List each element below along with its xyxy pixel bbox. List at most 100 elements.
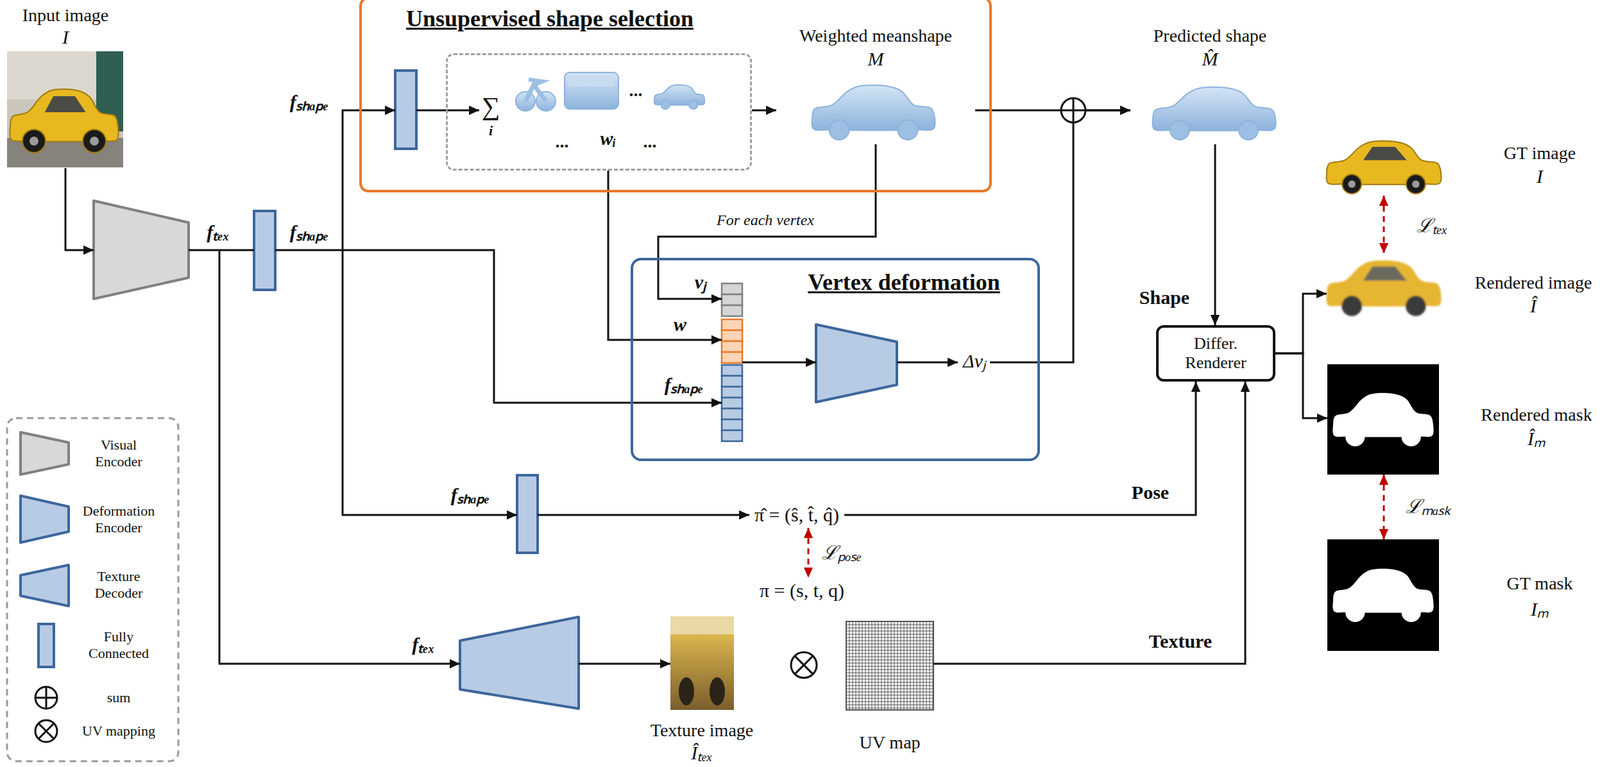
node-text: ... — [555, 131, 570, 153]
rendered-car — [1326, 260, 1441, 317]
car-wheel — [1345, 427, 1365, 447]
node-title: UV map — [859, 732, 920, 754]
texture-fill — [670, 616, 734, 711]
car-wheel — [1406, 174, 1426, 194]
edge-label: Shape — [1137, 286, 1192, 310]
wire-line — [896, 361, 958, 364]
symbol-ring — [35, 720, 58, 743]
node-title: Weighted meanshape — [799, 25, 953, 47]
symbol-stroke — [1072, 98, 1075, 123]
legend-texture-decoder — [20, 565, 69, 607]
car-wheel — [1345, 603, 1365, 623]
car-hub — [1347, 180, 1356, 188]
uv-lines — [846, 621, 934, 711]
feature-label: fₜₑₓ — [206, 221, 230, 244]
node-title: Unsupervised shape selection — [406, 5, 694, 33]
vector-cell — [721, 283, 743, 295]
uv-frame — [846, 621, 934, 711]
car-body — [1326, 260, 1441, 307]
node-title: GT image — [1503, 143, 1576, 164]
feature-label: fₛₕₐₚₑ — [289, 221, 329, 244]
meanshape-mesh — [811, 85, 935, 140]
car-wheel — [1405, 295, 1427, 317]
legend-visual-encoder — [20, 432, 69, 475]
mesh-part — [528, 79, 543, 85]
weighted-meanshape: Weighted meanshapeM — [776, 22, 976, 145]
node-text: w — [673, 313, 687, 337]
feature-vector: vⱼwfₛₕₐₚₑ — [721, 283, 743, 442]
vector-cell — [721, 375, 743, 387]
texture-picture — [670, 616, 734, 711]
legend-text: Deformation Encoder — [78, 502, 160, 537]
symbol-stroke — [45, 687, 48, 709]
node-text: fₛₕₐₚₑ — [664, 374, 704, 397]
node-title: Texture image — [650, 720, 754, 741]
uv-map: UV map — [846, 619, 934, 758]
car-body — [1152, 87, 1276, 131]
rendered-image: Rendered imageÎ — [1326, 253, 1597, 321]
car-wheel — [1170, 120, 1190, 140]
flow-arrow — [933, 381, 1246, 664]
predicted-mesh — [1152, 87, 1276, 140]
vector-cell — [721, 365, 743, 376]
vector-cell — [721, 319, 743, 331]
node-title: ... — [629, 80, 643, 101]
symbol-ring — [1061, 98, 1086, 123]
wire-line — [65, 168, 94, 251]
car-body — [1326, 141, 1441, 185]
vector-cell — [721, 419, 743, 431]
input-image: Input imageI — [3, 3, 129, 169]
vector-cell — [721, 430, 743, 442]
symbol-stroke — [38, 723, 54, 740]
vector-cell — [721, 397, 743, 409]
wire-line — [219, 250, 460, 664]
node-title: Predicted shape — [1153, 25, 1268, 47]
vector-cell — [721, 408, 743, 420]
mesh-part — [568, 76, 615, 87]
visual-encoder — [93, 200, 189, 299]
car-hub — [1412, 180, 1420, 188]
car-wheel — [829, 119, 850, 140]
texture-blob — [678, 677, 695, 706]
rendered-mask: Rendered maskÎₘ — [1327, 364, 1597, 475]
node-title: Input image — [22, 5, 110, 26]
feature-label: fₜₑₓ — [411, 633, 435, 657]
legend-sum-symbol — [35, 687, 58, 709]
node-title: vⱼ — [694, 271, 707, 294]
flow-arrow — [1039, 110, 1131, 363]
car-wheel — [82, 129, 106, 153]
car-wheel — [689, 100, 698, 110]
legend-text: Visual Encoder — [78, 436, 160, 471]
sum-sign: ∑ — [481, 91, 501, 122]
fully-connected-layer — [517, 475, 538, 554]
vector-cell — [721, 341, 743, 353]
fully-connected-layer — [395, 70, 417, 149]
car-hub — [29, 136, 39, 146]
car-mesh — [654, 84, 706, 110]
shape-selection-panel: ...... wᵢ... Weighted meanshapeM Unsupervis… — [359, 0, 992, 193]
wire-line — [989, 361, 1040, 364]
symbol-stroke — [38, 723, 54, 740]
car-wheel — [1238, 120, 1259, 140]
node-text: M̂ — [1202, 48, 1219, 71]
car-wheel — [1342, 174, 1362, 194]
bus-mesh — [564, 72, 619, 110]
pose-equation: π = (s, t, q) — [759, 579, 845, 603]
flow-arrow — [751, 109, 777, 112]
vector-cell — [721, 294, 743, 306]
node-text: ... — [643, 131, 657, 153]
wire-line — [537, 514, 750, 517]
mesh-part — [564, 72, 619, 110]
pose-line — [844, 381, 1196, 516]
wire-line — [578, 663, 671, 666]
deformation-encoder — [816, 324, 897, 403]
vector-cell — [721, 352, 743, 364]
edge-label: Texture — [1147, 630, 1214, 654]
node-text: wᵢ — [599, 127, 616, 151]
mask-silhouette — [1332, 569, 1434, 623]
uv-grid — [846, 621, 934, 711]
edge-label: For each vertex — [714, 211, 817, 230]
mask-ground — [1327, 364, 1439, 475]
texture-image: Texture imageÎₜₑₓ — [641, 612, 764, 766]
node-text: I — [1536, 165, 1543, 188]
